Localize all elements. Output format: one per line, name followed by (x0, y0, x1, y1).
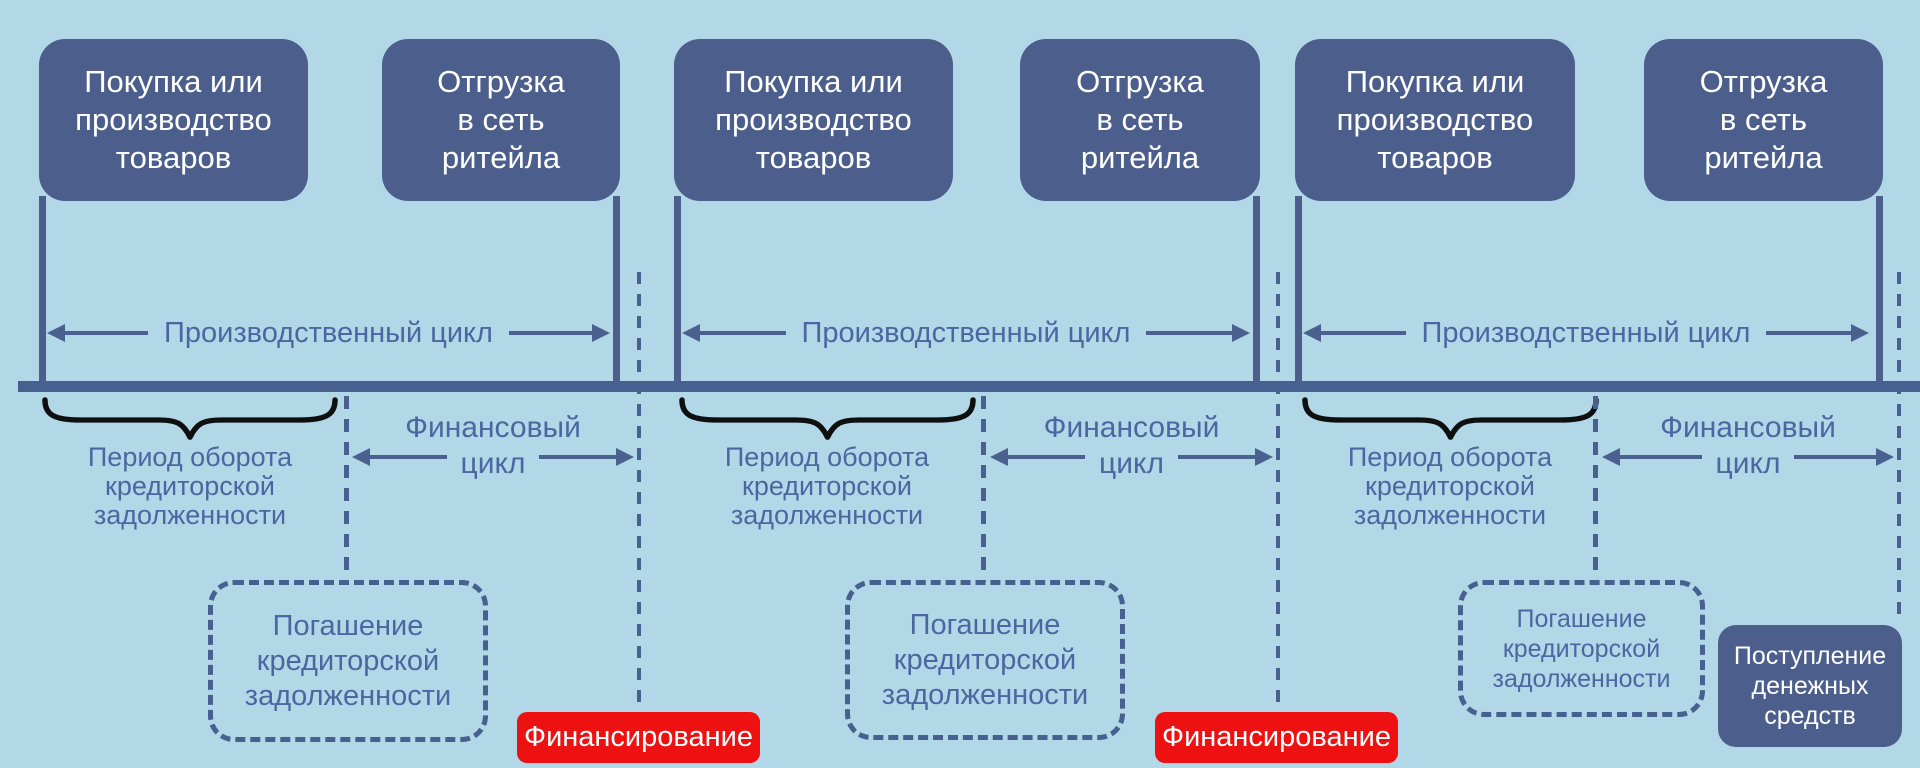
shipment-retail-box: Отгрузка в сеть ритейла (1020, 39, 1260, 201)
production-cycle-label: Производственный цикл (801, 316, 1131, 349)
arrow-left-icon (1303, 324, 1321, 342)
drop-line-left (674, 196, 681, 386)
financial-cycle-arrow-row: цикл (1602, 445, 1895, 482)
financial-word: Финансовый (1660, 411, 1836, 444)
drop-line-right (613, 196, 620, 386)
arrow-left-icon (1602, 447, 1620, 466)
financial-cycle-label: Финансовый цикл (990, 410, 1274, 482)
arrow-right-icon (616, 447, 635, 466)
cash-receipt-box: Поступление денежных средств (1718, 625, 1902, 747)
arrow-left-icon (990, 447, 1008, 466)
arrow-line (65, 331, 149, 335)
purchase-production-box: Покупка или производство товаров (674, 39, 953, 201)
arrow-line (539, 454, 617, 459)
cycle-separator-line (1897, 272, 1901, 623)
financial-cycle-arrow-row: цикл (990, 445, 1274, 482)
financing-badge: Финансирование (1155, 712, 1398, 763)
shipment-retail-box: Отгрузка в сеть ритейла (1644, 39, 1883, 201)
arrow-right-icon (1255, 447, 1274, 466)
cycle-word: цикл (460, 447, 526, 480)
production-cycle-row: Производственный цикл (1303, 314, 1869, 352)
drop-line-left (39, 196, 46, 386)
cycle-separator-line (1276, 272, 1280, 710)
arrow-line (1008, 454, 1086, 459)
arrow-right-icon (592, 324, 610, 342)
production-cycle-label: Производственный цикл (1421, 316, 1751, 349)
timeline-axis (18, 381, 1920, 392)
financial-cycle-label: Финансовый цикл (1602, 410, 1895, 482)
financial-cycle-label: Финансовый цикл (352, 410, 635, 482)
arrow-right-icon (1851, 324, 1869, 342)
arrow-line (508, 331, 592, 335)
repayment-box: Погашение кредиторской задолженности (1458, 580, 1705, 717)
arrow-line (700, 331, 786, 335)
drop-line-right (1876, 196, 1883, 386)
arrow-line (1794, 454, 1877, 459)
financial-word: Финансовый (1043, 411, 1220, 444)
purchase-production-box: Покупка или производство товаров (1295, 39, 1575, 201)
drop-line-left (1295, 196, 1302, 386)
arrow-left-icon (352, 447, 370, 466)
payables-brace-icon (1302, 397, 1599, 440)
payables-brace-icon (42, 397, 338, 440)
arrow-right-icon (1232, 324, 1250, 342)
arrow-line (1321, 331, 1406, 335)
repayment-box: Погашение кредиторской задолженности (208, 580, 488, 742)
repayment-connector-line (344, 396, 349, 582)
arrow-line (1146, 331, 1232, 335)
payables-period-label: Период оборота кредиторской задолженност… (1347, 442, 1553, 530)
payables-brace-icon (679, 397, 976, 440)
arrow-right-icon (1876, 447, 1895, 466)
production-cycle-label: Производственный цикл (164, 316, 493, 349)
payables-period-label: Период оборота кредиторской задолженност… (87, 442, 293, 530)
arrow-line (1620, 454, 1702, 459)
arrow-line (370, 454, 447, 459)
financial-word: Финансовый (405, 411, 581, 444)
production-cycle-row: Производственный цикл (47, 314, 610, 352)
cycle-separator-line (637, 272, 641, 710)
drop-line-right (1253, 196, 1260, 386)
purchase-production-box: Покупка или производство товаров (39, 39, 308, 201)
cycle-word: цикл (1099, 447, 1164, 480)
payables-period-label: Период оборота кредиторской задолженност… (724, 442, 930, 530)
financial-cycle-arrow-row: цикл (352, 445, 635, 482)
arrow-left-icon (47, 324, 65, 342)
repayment-connector-line (981, 396, 986, 582)
arrow-line (1177, 454, 1256, 459)
production-cycle-row: Производственный цикл (682, 314, 1250, 352)
arrow-line (1766, 331, 1851, 335)
arrow-left-icon (682, 324, 700, 342)
repayment-connector-line (1593, 396, 1598, 582)
repayment-box: Погашение кредиторской задолженности (845, 580, 1125, 740)
financing-badge: Финансирование (517, 712, 760, 763)
shipment-retail-box: Отгрузка в сеть ритейла (382, 39, 620, 201)
cycle-word: цикл (1715, 447, 1781, 480)
